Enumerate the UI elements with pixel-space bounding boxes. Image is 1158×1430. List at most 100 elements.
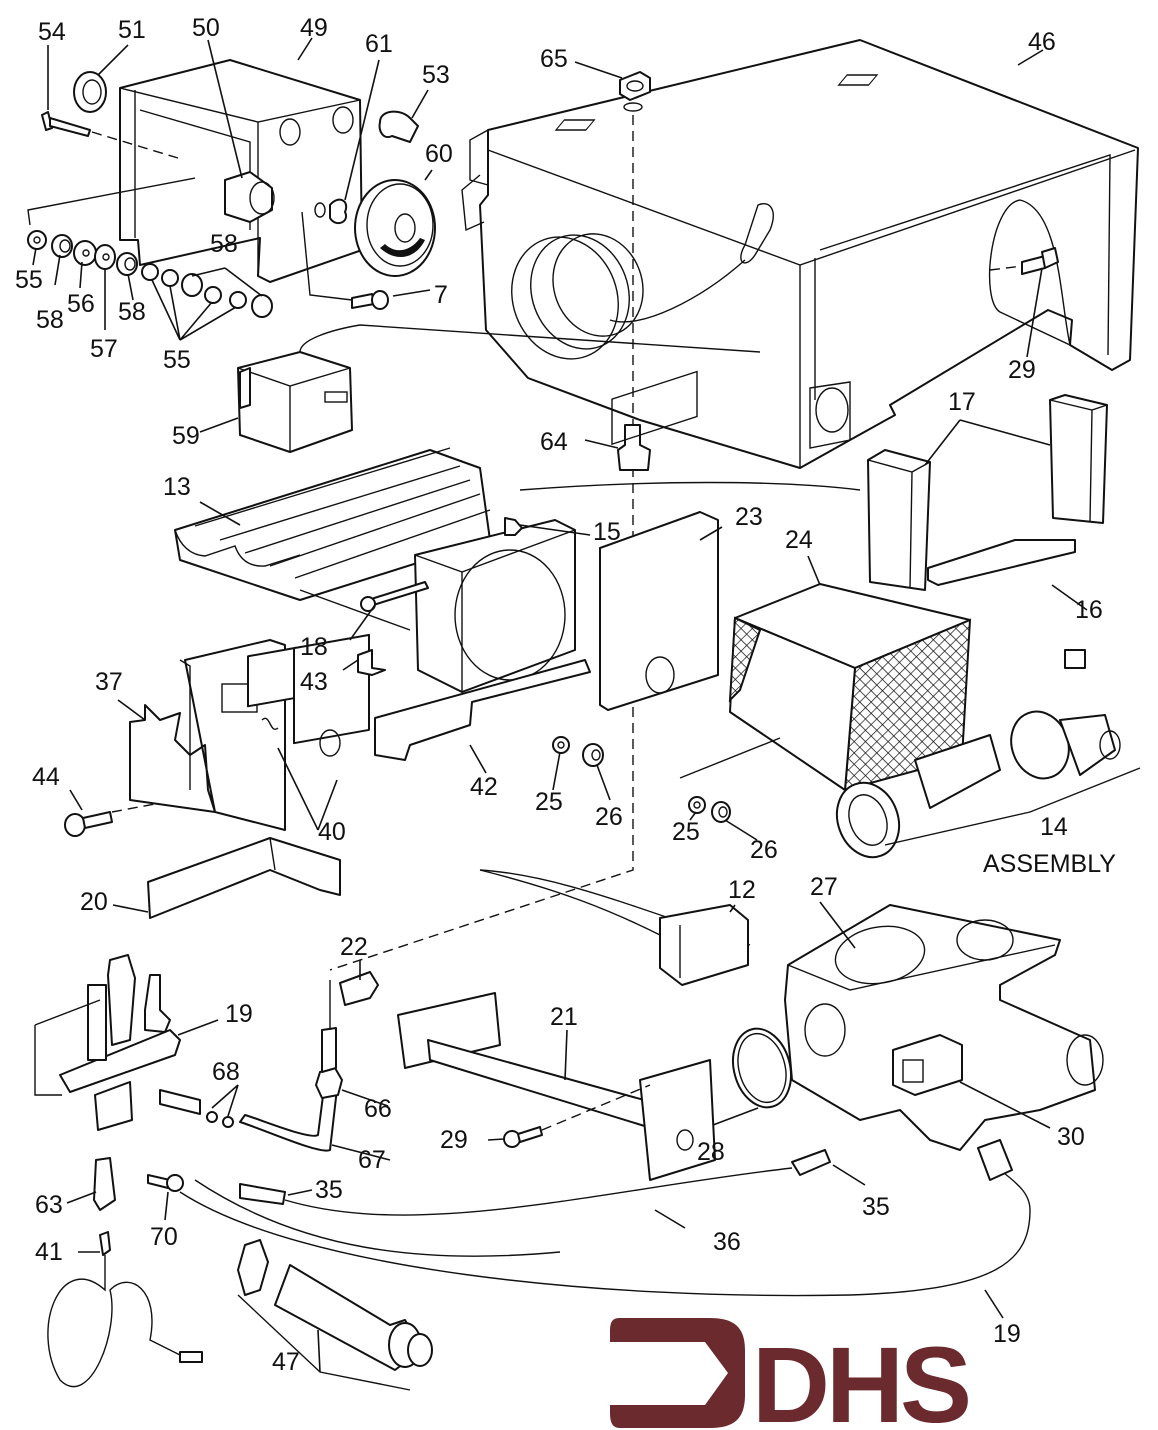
callout-66: 66	[364, 1095, 392, 1123]
part-19-pilot-supply-tube[interactable]	[179, 1139, 1031, 1297]
callout-22: 22	[340, 933, 368, 961]
part-40-sight-glass-assembly[interactable]	[247, 633, 370, 757]
part-64-fitting[interactable]	[617, 424, 651, 471]
callout-42: 42	[470, 773, 498, 801]
callout-35-right: 35	[862, 1193, 890, 1221]
part-14-inlet-valve-assembly[interactable]	[827, 649, 1141, 866]
callout-46: 46	[1028, 28, 1056, 56]
part-55-lock-washer-a[interactable]	[27, 230, 47, 250]
part-58-nut-b[interactable]	[116, 252, 138, 276]
part-12-connector-plug[interactable]	[479, 869, 749, 986]
callout-15: 15	[593, 518, 621, 546]
callout-29-housing: 29	[1008, 356, 1036, 384]
part-36-thermocouple-lead[interactable]	[194, 1167, 793, 1257]
part-46-combustion-chamber-housing[interactable]	[461, 39, 1139, 469]
callout-54: 54	[38, 18, 66, 46]
callout-19-tube: 19	[993, 1320, 1021, 1348]
part-28-o-ring[interactable]	[725, 1022, 800, 1114]
callout-67: 67	[358, 1146, 386, 1174]
callout-26-right: 26	[750, 836, 778, 864]
part-53-clip[interactable]	[378, 110, 419, 143]
callout-29-manifold: 29	[440, 1126, 468, 1154]
callout-55-group: 55	[163, 346, 191, 374]
part-61-spindle-clip[interactable]	[314, 198, 348, 225]
callout-41: 41	[35, 1238, 63, 1266]
part-65-nut[interactable]	[619, 71, 651, 101]
callout-leaders	[32, 37, 1088, 1373]
callout-51: 51	[118, 16, 146, 44]
part-44-screw[interactable]	[64, 803, 156, 837]
part-66-compression-nut[interactable]	[315, 1027, 343, 1099]
callout-64: 64	[540, 428, 568, 456]
part-18-pin[interactable]	[360, 581, 429, 612]
callout-7: 7	[434, 281, 448, 309]
callout-60: 60	[425, 140, 453, 168]
part-50-fitting[interactable]	[224, 171, 275, 223]
part-23-gasket-plate[interactable]	[599, 370, 719, 711]
part-22-injector[interactable]	[339, 971, 379, 1006]
callout-70: 70	[150, 1223, 178, 1251]
leader-washer-group	[27, 177, 196, 226]
logo-arrow-mark	[610, 1318, 745, 1428]
callout-50: 50	[192, 14, 220, 42]
callout-labels: 54 51 50 49 61 53 60 65 46 55 58 56 57 5…	[15, 14, 1116, 1376]
part-41-ignition-lead[interactable]	[47, 1231, 203, 1388]
part-68-orifice[interactable]	[159, 1089, 234, 1128]
part-43-clip[interactable]	[357, 649, 386, 676]
part-15-burner-manifold-box[interactable]	[414, 517, 576, 693]
part-57-washer[interactable]	[94, 244, 116, 270]
callout-53: 53	[422, 61, 450, 89]
part-37-heat-shield[interactable]	[129, 639, 286, 831]
callout-49: 49	[300, 14, 328, 42]
callout-25-right: 25	[672, 818, 700, 846]
part-25-lock-washer-a[interactable]	[552, 736, 570, 754]
part-70-screw[interactable]	[147, 1174, 184, 1192]
callout-63: 63	[35, 1191, 63, 1219]
leader-25-26	[679, 737, 781, 779]
part-47-piezo-igniter[interactable]	[237, 1239, 433, 1391]
callout-24: 24	[785, 526, 813, 554]
callout-35-left: 35	[315, 1176, 343, 1204]
part-29-screw-housing[interactable]	[989, 247, 1059, 275]
callout-assembly-caption: ASSEMBLY	[983, 850, 1116, 878]
callout-18: 18	[300, 633, 328, 661]
part-17-insulation-block-b[interactable]	[1049, 394, 1108, 524]
part-7-screw[interactable]	[301, 211, 389, 310]
callout-58-left: 58	[36, 306, 64, 334]
part-26-nut-b[interactable]	[711, 801, 731, 823]
part-55-lock-washer-b[interactable]	[141, 263, 247, 309]
part-35-thermocouple-nut-a[interactable]	[239, 1183, 286, 1205]
part-16-insulation-plate[interactable]	[927, 539, 1076, 586]
callout-21: 21	[550, 1003, 578, 1031]
callout-23: 23	[735, 503, 763, 531]
part-21-burner-manifold-tube[interactable]	[329, 869, 751, 1181]
part-24-mesh-box[interactable]	[728, 583, 972, 792]
part-42-burner-support-bracket[interactable]	[374, 659, 591, 761]
part-17-insulation-block-a[interactable]	[867, 449, 931, 591]
part-25-lock-washer-b[interactable]	[688, 796, 706, 814]
part-19-pilot-burner[interactable]	[34, 954, 181, 1131]
part-60-control-knob[interactable]	[354, 179, 436, 277]
callout-65: 65	[540, 45, 568, 73]
callout-14: 14	[1040, 813, 1068, 841]
callout-30: 30	[1057, 1123, 1085, 1151]
callout-36: 36	[713, 1228, 741, 1256]
part-30-solenoid-connector[interactable]	[892, 1034, 963, 1096]
callout-43: 43	[300, 668, 328, 696]
part-56-washer[interactable]	[73, 240, 97, 266]
part-20-pilot-bracket[interactable]	[147, 837, 341, 919]
part-63-electrode-boot[interactable]	[93, 1157, 116, 1211]
callout-58-right: 58	[210, 230, 238, 258]
part-59-thermostat[interactable]	[237, 324, 761, 453]
callout-19-pilot: 19	[225, 1000, 253, 1028]
part-51-bushing[interactable]	[73, 71, 107, 113]
part-35-thermocouple-nut-b[interactable]	[791, 1149, 831, 1176]
callout-13: 13	[163, 473, 191, 501]
part-27-gas-control-valve[interactable]	[784, 904, 1104, 1151]
part-58-nut-a[interactable]	[51, 234, 73, 258]
callout-68: 68	[212, 1058, 240, 1086]
part-26-nut-a[interactable]	[582, 743, 604, 767]
part-54-screw[interactable]	[41, 111, 179, 159]
part-58-nut-c[interactable]	[181, 273, 273, 318]
